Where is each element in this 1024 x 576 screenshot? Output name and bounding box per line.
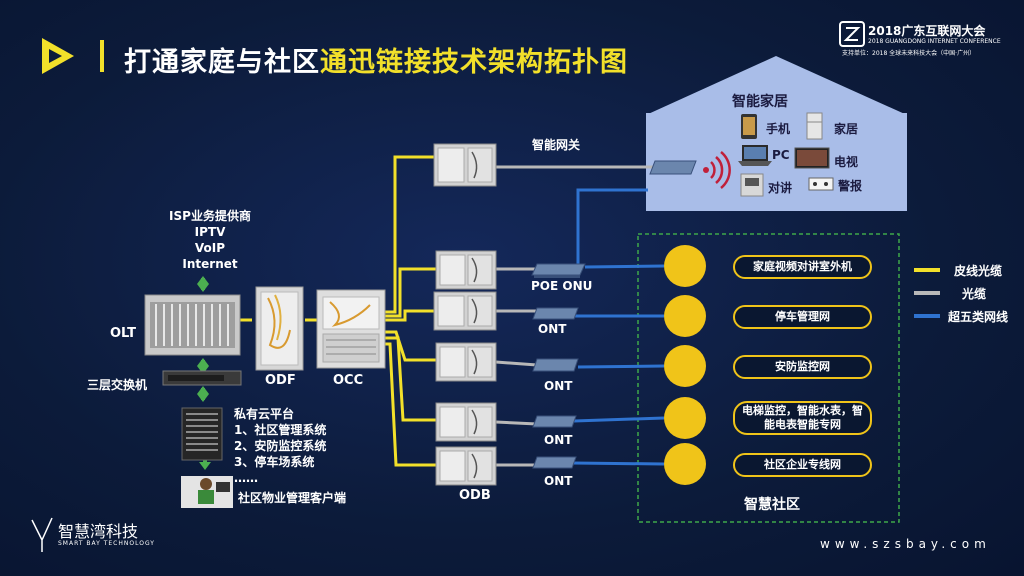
gateway-label: 智能网关 xyxy=(532,138,581,152)
isp-line: ISP业务提供商 xyxy=(169,209,251,223)
service-pill-elevator: 电梯监控，智能水表，智能电表智能专网 xyxy=(733,401,872,435)
ont-label-4: ONT xyxy=(544,474,573,488)
smart-home-title: 智能家居 xyxy=(732,94,788,110)
private-cloud-server-icon xyxy=(181,407,223,461)
intercom-icon xyxy=(664,245,706,287)
occ-cabinet xyxy=(316,289,386,369)
smart-home-item-home: 家居 xyxy=(834,122,859,136)
isp-line: IPTV xyxy=(194,225,226,239)
isp-services: ISP业务提供商 IPTV VoIP Internet xyxy=(155,208,265,272)
phone-icon xyxy=(741,114,757,139)
conference-name-en: 2018 GUANGDONG INTERNET CONFERENCE xyxy=(868,38,1001,45)
odb-box-2 xyxy=(435,250,497,290)
cloud-item: …… xyxy=(234,471,258,485)
smart-gateway-device xyxy=(649,160,697,175)
door-phone-icon xyxy=(740,173,764,197)
client-label: 社区物业管理客户端 xyxy=(238,491,347,505)
cloud-item: 1、社区管理系统 xyxy=(234,423,327,437)
ont-label-3: ONT xyxy=(544,433,573,447)
service-pill-security: 安防监控网 xyxy=(733,355,872,379)
occ-label: OCC xyxy=(333,373,364,388)
smart-home-house xyxy=(646,56,907,211)
private-cloud-list: 私有云平台 1、社区管理系统 2、安防监控系统 3、停车场系统 …… xyxy=(234,406,326,486)
title-part2: 通迅链接技术架构拓扑图 xyxy=(320,47,628,78)
odb-box-4 xyxy=(435,342,497,382)
poe-onu-device xyxy=(531,263,586,278)
page-title: 打通家庭与社区通迅链接技术架构拓扑图 xyxy=(124,40,628,79)
olt-label: OLT xyxy=(110,326,137,341)
legend-label-cat5e: 超五类网线 xyxy=(948,310,1009,324)
isp-line: VoIP xyxy=(194,241,226,255)
fiber-cables xyxy=(495,165,655,467)
smart-home-item-pc: PC xyxy=(772,148,790,162)
home-appliance-icon xyxy=(806,112,823,140)
ont-devices xyxy=(531,160,697,469)
cloud-item: 3、停车场系统 xyxy=(234,455,315,469)
poe-onu-label: POE ONU xyxy=(531,279,593,293)
legend-label-fiber-cable: 光缆 xyxy=(962,287,987,301)
smart-home-item-tv: 电视 xyxy=(834,155,859,169)
ont-device-1 xyxy=(532,307,579,320)
switch-label: 三层交换机 xyxy=(87,378,148,392)
footer-url[interactable]: www.szsbay.com xyxy=(820,537,991,551)
smart-home-item-intercom: 对讲 xyxy=(768,181,793,195)
car-icon xyxy=(664,295,706,337)
odb-label: ODB xyxy=(459,488,491,503)
conference-name: 2018广东互联网大会 xyxy=(868,24,986,38)
title-divider xyxy=(100,40,104,72)
ont-label-1: ONT xyxy=(538,322,567,336)
elevator-icon xyxy=(664,397,706,439)
cctv-camera-icon xyxy=(664,345,706,387)
olt-device xyxy=(144,294,241,356)
tv-icon xyxy=(794,147,830,169)
odb-box-6 xyxy=(435,446,497,486)
service-pill-intercom: 家庭视频对讲室外机 xyxy=(733,255,872,279)
conference-logo-icon xyxy=(839,21,865,47)
smart-home-item-phone: 手机 xyxy=(766,122,791,136)
ont-device-4 xyxy=(532,456,577,469)
odb-box-1 xyxy=(433,143,497,187)
odb-box-3 xyxy=(433,291,497,331)
smart-community-title: 智慧社区 xyxy=(744,497,800,513)
ont-device-2 xyxy=(532,358,579,372)
odf-label: ODF xyxy=(265,373,296,388)
play-icon xyxy=(42,38,74,74)
green-arrows xyxy=(197,276,211,470)
conference-support: 支持单位：2018 全球未来科技大会（中国·广州） xyxy=(842,50,976,57)
odb-box-5 xyxy=(435,402,497,442)
ont-label-2: ONT xyxy=(544,379,573,393)
wifi-signal-icon xyxy=(703,151,731,189)
computer-icon xyxy=(664,443,706,485)
odf-rack xyxy=(255,286,304,371)
layer3-switch xyxy=(162,370,242,386)
footer-logo-text: 智慧湾科技 xyxy=(58,522,139,541)
cloud-item: 2、安防监控系统 xyxy=(234,439,327,453)
laptop-icon xyxy=(738,145,772,166)
alarm-icon xyxy=(808,177,834,191)
title-part1: 打通家庭与社区 xyxy=(124,47,320,78)
smart-home-item-alarm: 警报 xyxy=(838,179,863,193)
ont-device-3 xyxy=(532,415,577,428)
cloud-item: 私有云平台 xyxy=(234,407,295,421)
cat5e-cables xyxy=(572,188,665,466)
drop-cables xyxy=(240,155,436,467)
legend-label-drop-cable: 皮线光缆 xyxy=(954,264,1003,278)
smart-community-box xyxy=(637,233,900,523)
odb-boxes xyxy=(433,143,497,486)
service-pill-enterprise: 社区企业专线网 xyxy=(733,453,872,477)
footer-logo-sub: SMART BAY TECHNOLOGY xyxy=(58,540,155,547)
service-pill-parking: 停车管理网 xyxy=(733,305,872,329)
isp-line: Internet xyxy=(182,257,238,271)
property-client-icon xyxy=(181,476,233,508)
smart-bay-logo-icon xyxy=(31,517,53,552)
